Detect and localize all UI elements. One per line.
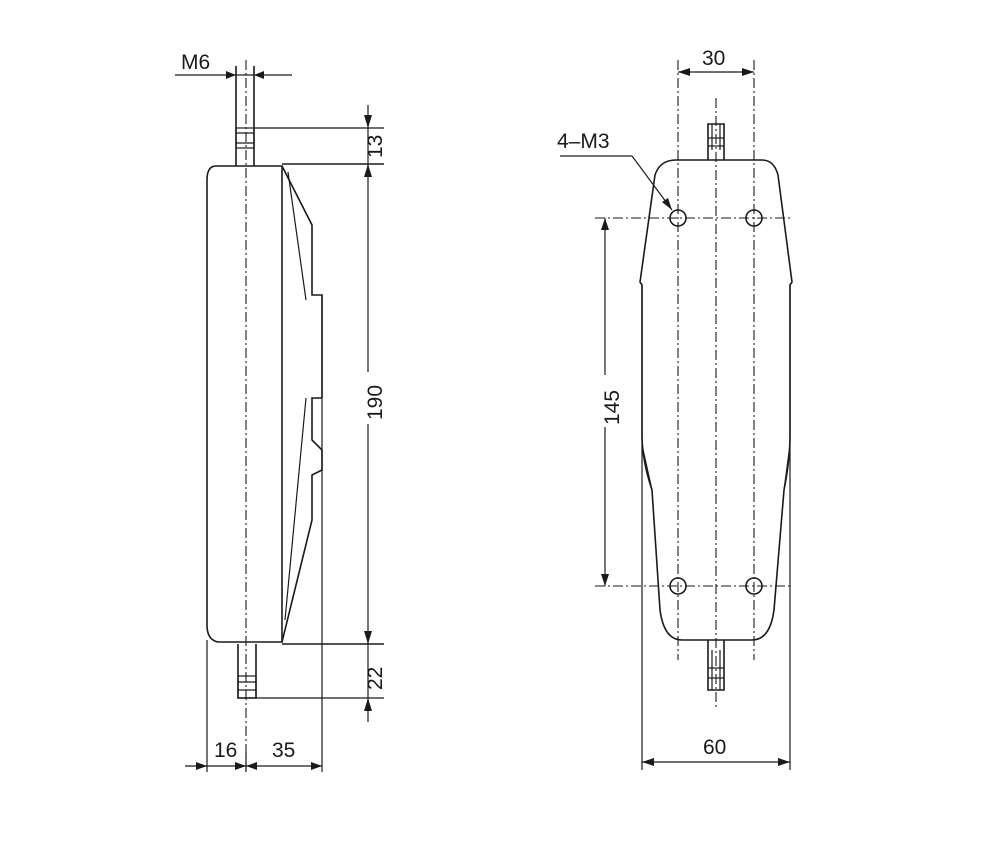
hole-bottom-right <box>745 577 763 595</box>
m3-label: 4–M3 <box>557 130 610 153</box>
side-top-stud <box>235 66 255 166</box>
side-view: M6 13 190 22 16 35 <box>175 51 387 772</box>
side-lower-bevel-inner <box>284 397 307 621</box>
side-bottom-stud-thread <box>237 675 257 699</box>
dim-16-label: 16 <box>214 739 237 762</box>
dim-145-label: 145 <box>601 390 624 425</box>
dim-190-label: 190 <box>364 385 387 420</box>
side-upper-bevel-inner <box>287 171 307 301</box>
dim-35-label: 35 <box>272 739 295 762</box>
side-top-stud-thread <box>235 127 255 149</box>
hole-bottom-left <box>669 577 687 595</box>
front-view: 30 4–M3 145 60 <box>557 47 793 770</box>
dim-22-label: 22 <box>364 667 387 690</box>
hole-top-right <box>745 209 763 227</box>
dim-60-label: 60 <box>703 736 726 759</box>
hole-top-left <box>669 209 687 227</box>
front-body-outline <box>639 159 793 641</box>
front-bottom-stud <box>707 640 725 691</box>
side-upper-bevel <box>281 165 323 398</box>
dim-30-label: 30 <box>702 47 725 70</box>
dim-13-label: 13 <box>364 135 387 158</box>
side-body-outline <box>206 165 283 643</box>
m6-label: M6 <box>181 51 210 74</box>
